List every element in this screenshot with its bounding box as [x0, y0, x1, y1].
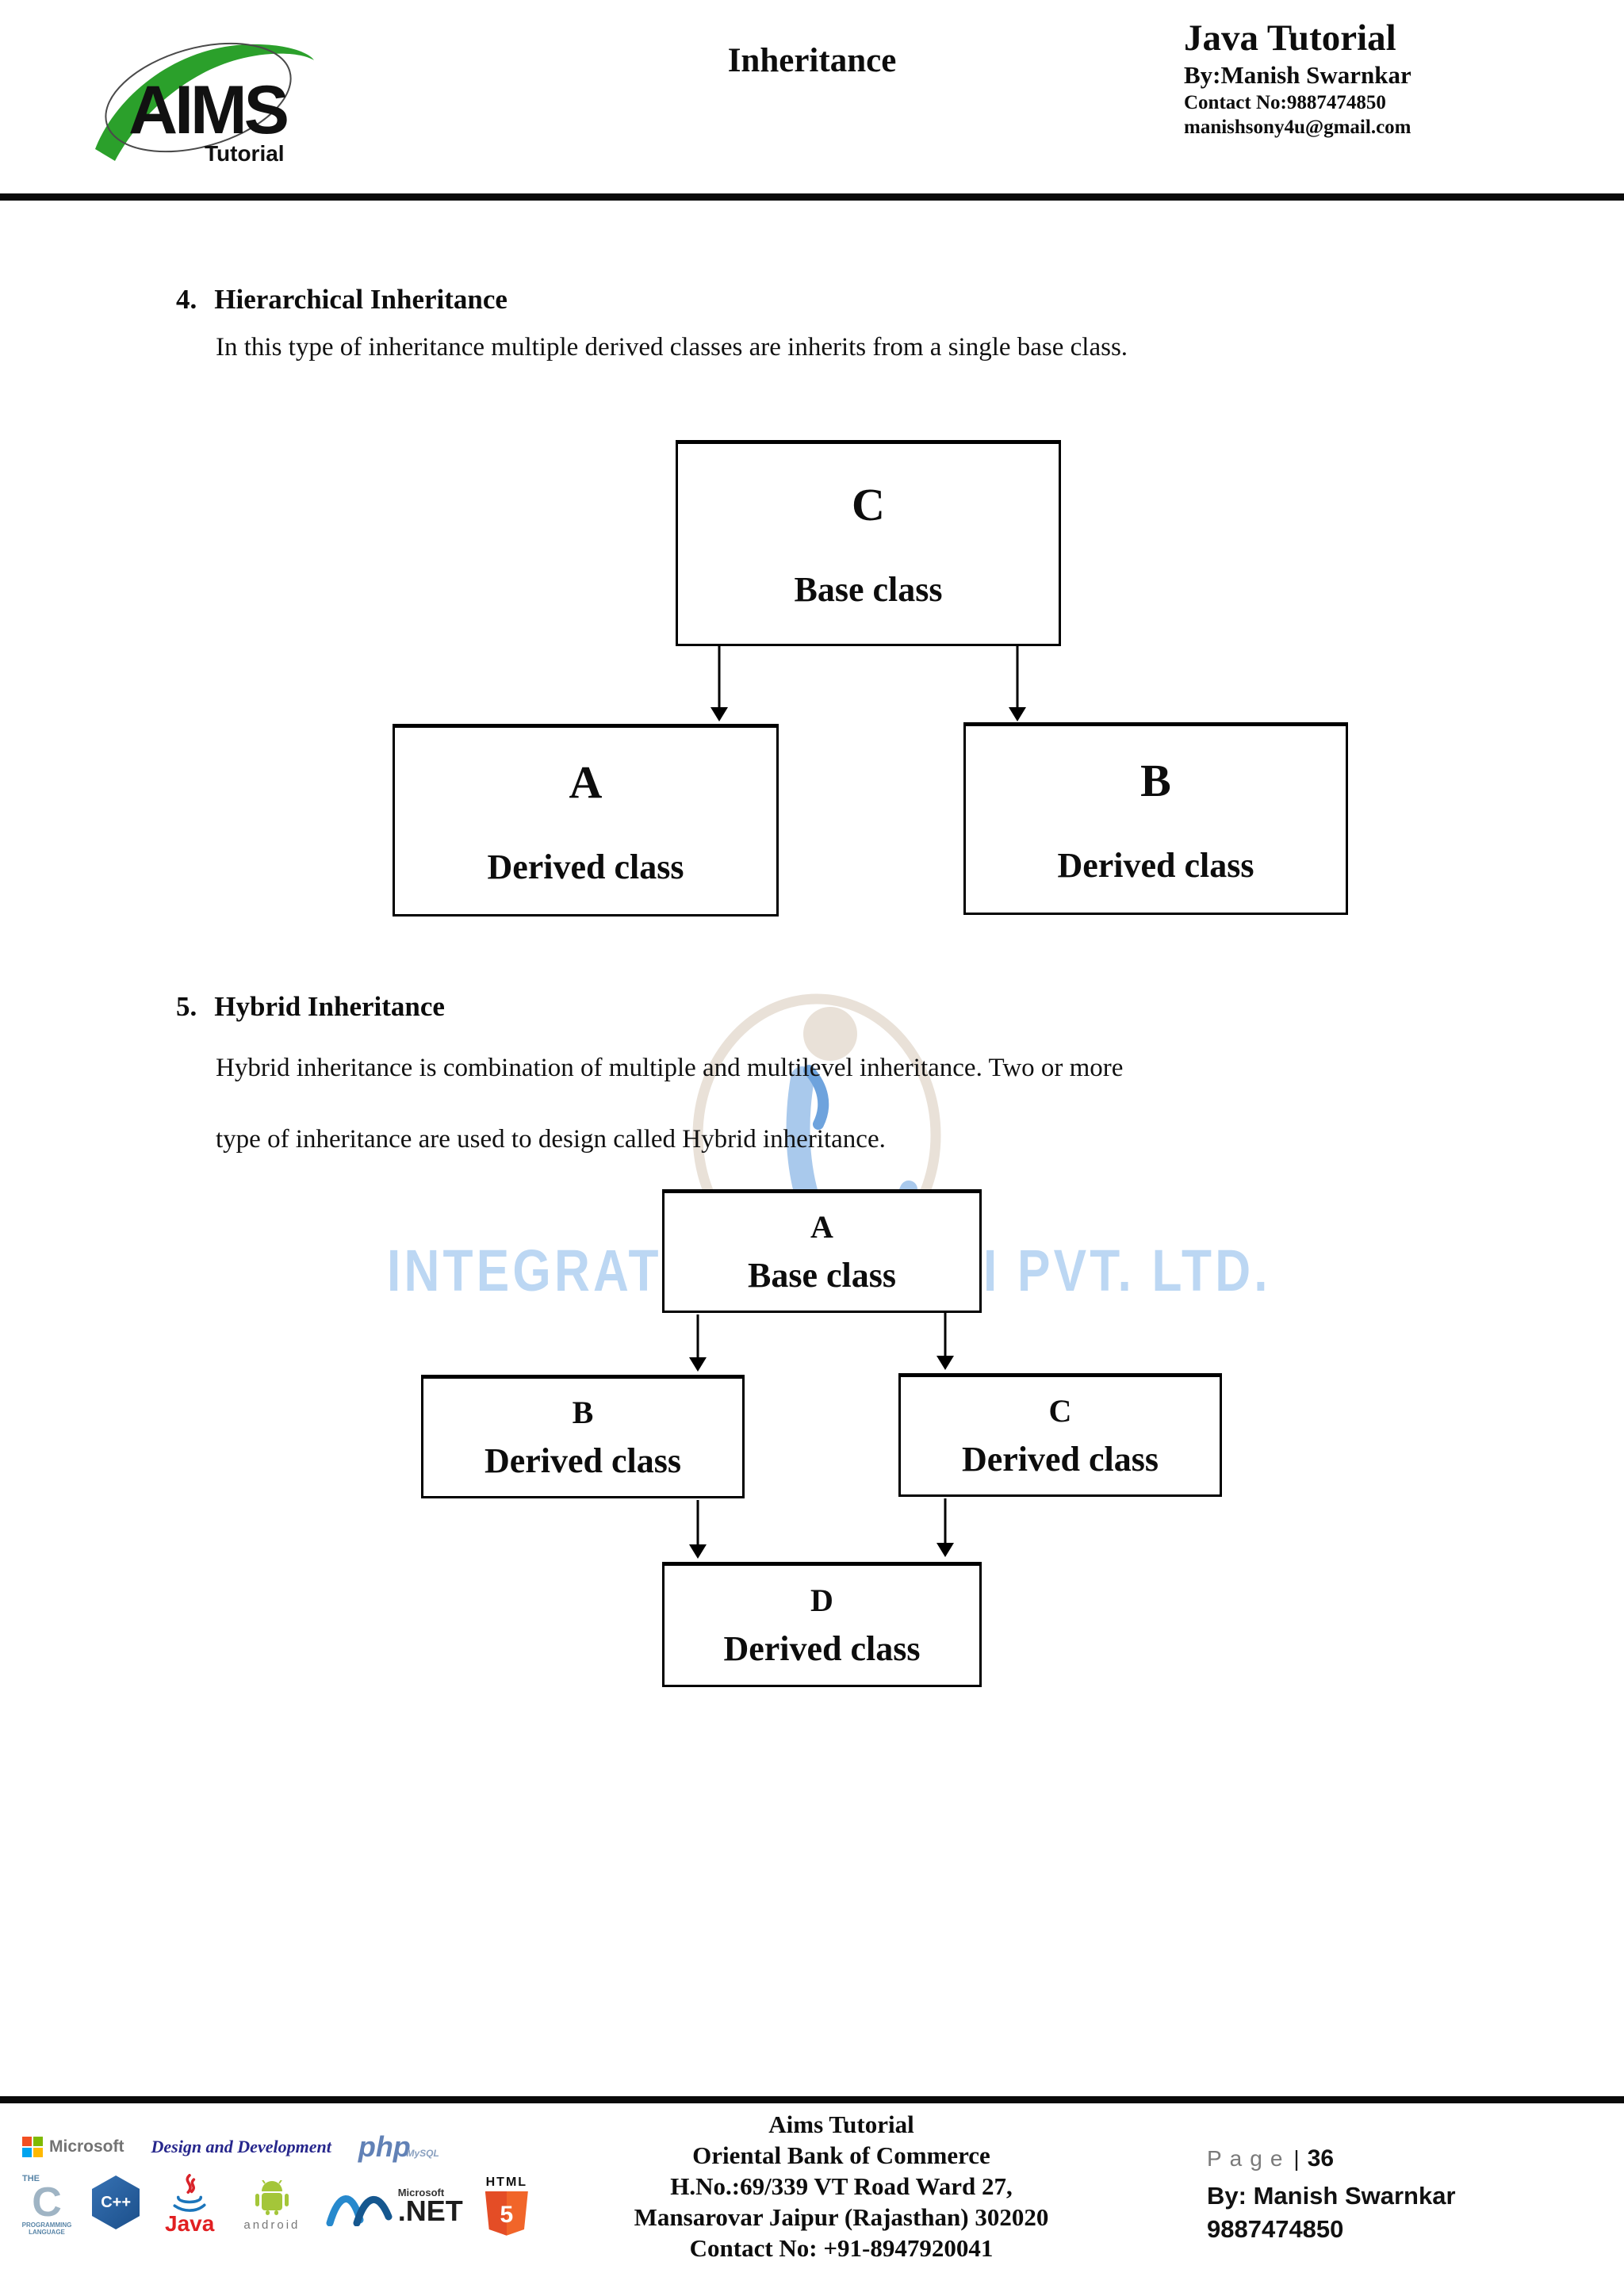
- dotnet-microsoft-text: Microsoft: [397, 2186, 445, 2198]
- microsoft-logo-text: Microsoft: [49, 2137, 124, 2156]
- design-development-text: Design and Development: [151, 2137, 331, 2156]
- aims-tutorial-logo-icon: AIMS Tutorial: [79, 22, 333, 169]
- section5-paragraph-line2: type of inheritance are used to design c…: [216, 1125, 886, 1154]
- section5-number: 5.: [176, 991, 197, 1022]
- mysql-logo-text: MySQL: [406, 2148, 439, 2159]
- arrow-down-icon: [710, 646, 729, 721]
- diagram1-box-c-label: Base class: [794, 570, 943, 609]
- footer-author: By: Manish Swarnkar: [1207, 2182, 1456, 2210]
- diagram2-box-b-label: Derived class: [484, 1441, 682, 1480]
- arrow-down-icon: [936, 1498, 955, 1557]
- header-author-block: Java Tutorial By:Manish Swarnkar Contact…: [1184, 16, 1411, 140]
- php-mysql-logo-icon: php MySQL: [358, 2130, 439, 2163]
- section5-title: Hybrid Inheritance: [214, 991, 445, 1022]
- aims-swoosh: [95, 44, 314, 161]
- diagram2-box-a-letter: A: [810, 1209, 833, 1245]
- android-logo-icon: android: [239, 2180, 304, 2232]
- footer-page-block: Page| 36 By: Manish Swarnkar 9887474850: [1207, 2142, 1456, 2246]
- diagram1-box-a-letter: A: [569, 756, 603, 808]
- section4-number: 4.: [176, 284, 197, 315]
- diagram2-box-derived-b: B Derived class: [421, 1375, 745, 1498]
- watermark-text-left: INTEGRAT: [387, 1238, 662, 1303]
- section5-paragraph: Hybrid inheritance is combination of mul…: [216, 1032, 1123, 1175]
- php-logo-text: php: [358, 2130, 411, 2163]
- header-divider: [0, 193, 1624, 201]
- section4-paragraph: In this type of inheritance multiple der…: [216, 333, 1128, 362]
- diagram1-box-a-label: Derived class: [487, 847, 684, 886]
- diagram1-box-c-letter: C: [852, 479, 885, 530]
- page-title: Inheritance: [727, 42, 897, 79]
- android-logo-text: android: [243, 2218, 301, 2232]
- diagram2-box-base-a: A Base class: [662, 1189, 982, 1313]
- aims-brand-text: AIMS: [128, 72, 287, 148]
- arrow-down-icon: [1008, 646, 1027, 721]
- section4-title: Hierarchical Inheritance: [214, 284, 508, 315]
- dotnet-name-text: .NET: [397, 2194, 463, 2227]
- microsoft-logo-icon: Microsoft: [22, 2137, 124, 2157]
- footer-contact: Contact No: +91-8947920041: [689, 2234, 994, 2262]
- arrow-down-icon: [688, 1314, 707, 1372]
- arrow-down-icon: [936, 1313, 955, 1370]
- diagram2-box-c-letter: C: [1048, 1393, 1072, 1429]
- diagram1-box-derived-b: B Derived class: [963, 722, 1348, 915]
- diagram2-box-d-label: Derived class: [723, 1629, 921, 1668]
- footer-divider: [0, 2096, 1624, 2103]
- watermark-text-right: I PVT. LTD.: [983, 1238, 1271, 1303]
- footer-org-line2: Oriental Bank of Commerce: [692, 2141, 990, 2169]
- aims-sub-text: Tutorial: [205, 141, 285, 166]
- page-number: 36: [1307, 2145, 1335, 2172]
- cpp-logo-icon: C++: [92, 2175, 140, 2229]
- footer-address-line1: H.No.:69/339 VT Road Ward 27,: [670, 2172, 1013, 2200]
- diagram2-box-a-label: Base class: [748, 1256, 896, 1295]
- page-word: Page: [1207, 2146, 1291, 2171]
- diagram2-box-d-letter: D: [810, 1582, 833, 1618]
- header-contact: Contact No:9887474850: [1184, 92, 1386, 113]
- diagram1-box-b-label: Derived class: [1057, 845, 1254, 885]
- header-author: By:Manish Swarnkar: [1184, 61, 1411, 89]
- header-course-title: Java Tutorial: [1184, 17, 1396, 59]
- footer-address-line2: Mansarovar Jaipur (Rajasthan) 302020: [634, 2203, 1049, 2231]
- diagram2-box-derived-d: D Derived class: [662, 1562, 982, 1687]
- footer-address-block: Aims Tutorial Oriental Bank of Commerce …: [584, 2109, 1099, 2263]
- diagram2-box-c-label: Derived class: [961, 1440, 1159, 1479]
- section4-heading: 4. Hierarchical Inheritance: [176, 284, 508, 316]
- section5-heading: 5. Hybrid Inheritance: [176, 991, 445, 1023]
- footer-phone: 9887474850: [1207, 2215, 1344, 2243]
- arrow-down-icon: [688, 1500, 707, 1559]
- diagram1-box-base-c: C Base class: [676, 440, 1061, 646]
- html5-logo-icon: HTML 5: [484, 2175, 530, 2239]
- diagram2-box-b-letter: B: [572, 1395, 594, 1430]
- page-pipe: |: [1293, 2146, 1300, 2171]
- header-email: manishsony4u@gmail.com: [1184, 117, 1411, 138]
- java-logo-icon: Java: [160, 2174, 219, 2236]
- footer-org-name: Aims Tutorial: [768, 2110, 914, 2138]
- footer-logos-block: Microsoft Design and Development php MyS…: [22, 2128, 530, 2239]
- section5-paragraph-line1: Hybrid inheritance is combination of mul…: [216, 1054, 1124, 1082]
- diagram1-box-derived-a: A Derived class: [393, 724, 779, 916]
- java-logo-text: Java: [165, 2211, 215, 2236]
- diagram1-box-b-letter: B: [1140, 754, 1171, 806]
- dotnet-logo-icon: Microsoft .NET: [325, 2185, 463, 2226]
- diagram2-box-derived-c: C Derived class: [898, 1373, 1222, 1497]
